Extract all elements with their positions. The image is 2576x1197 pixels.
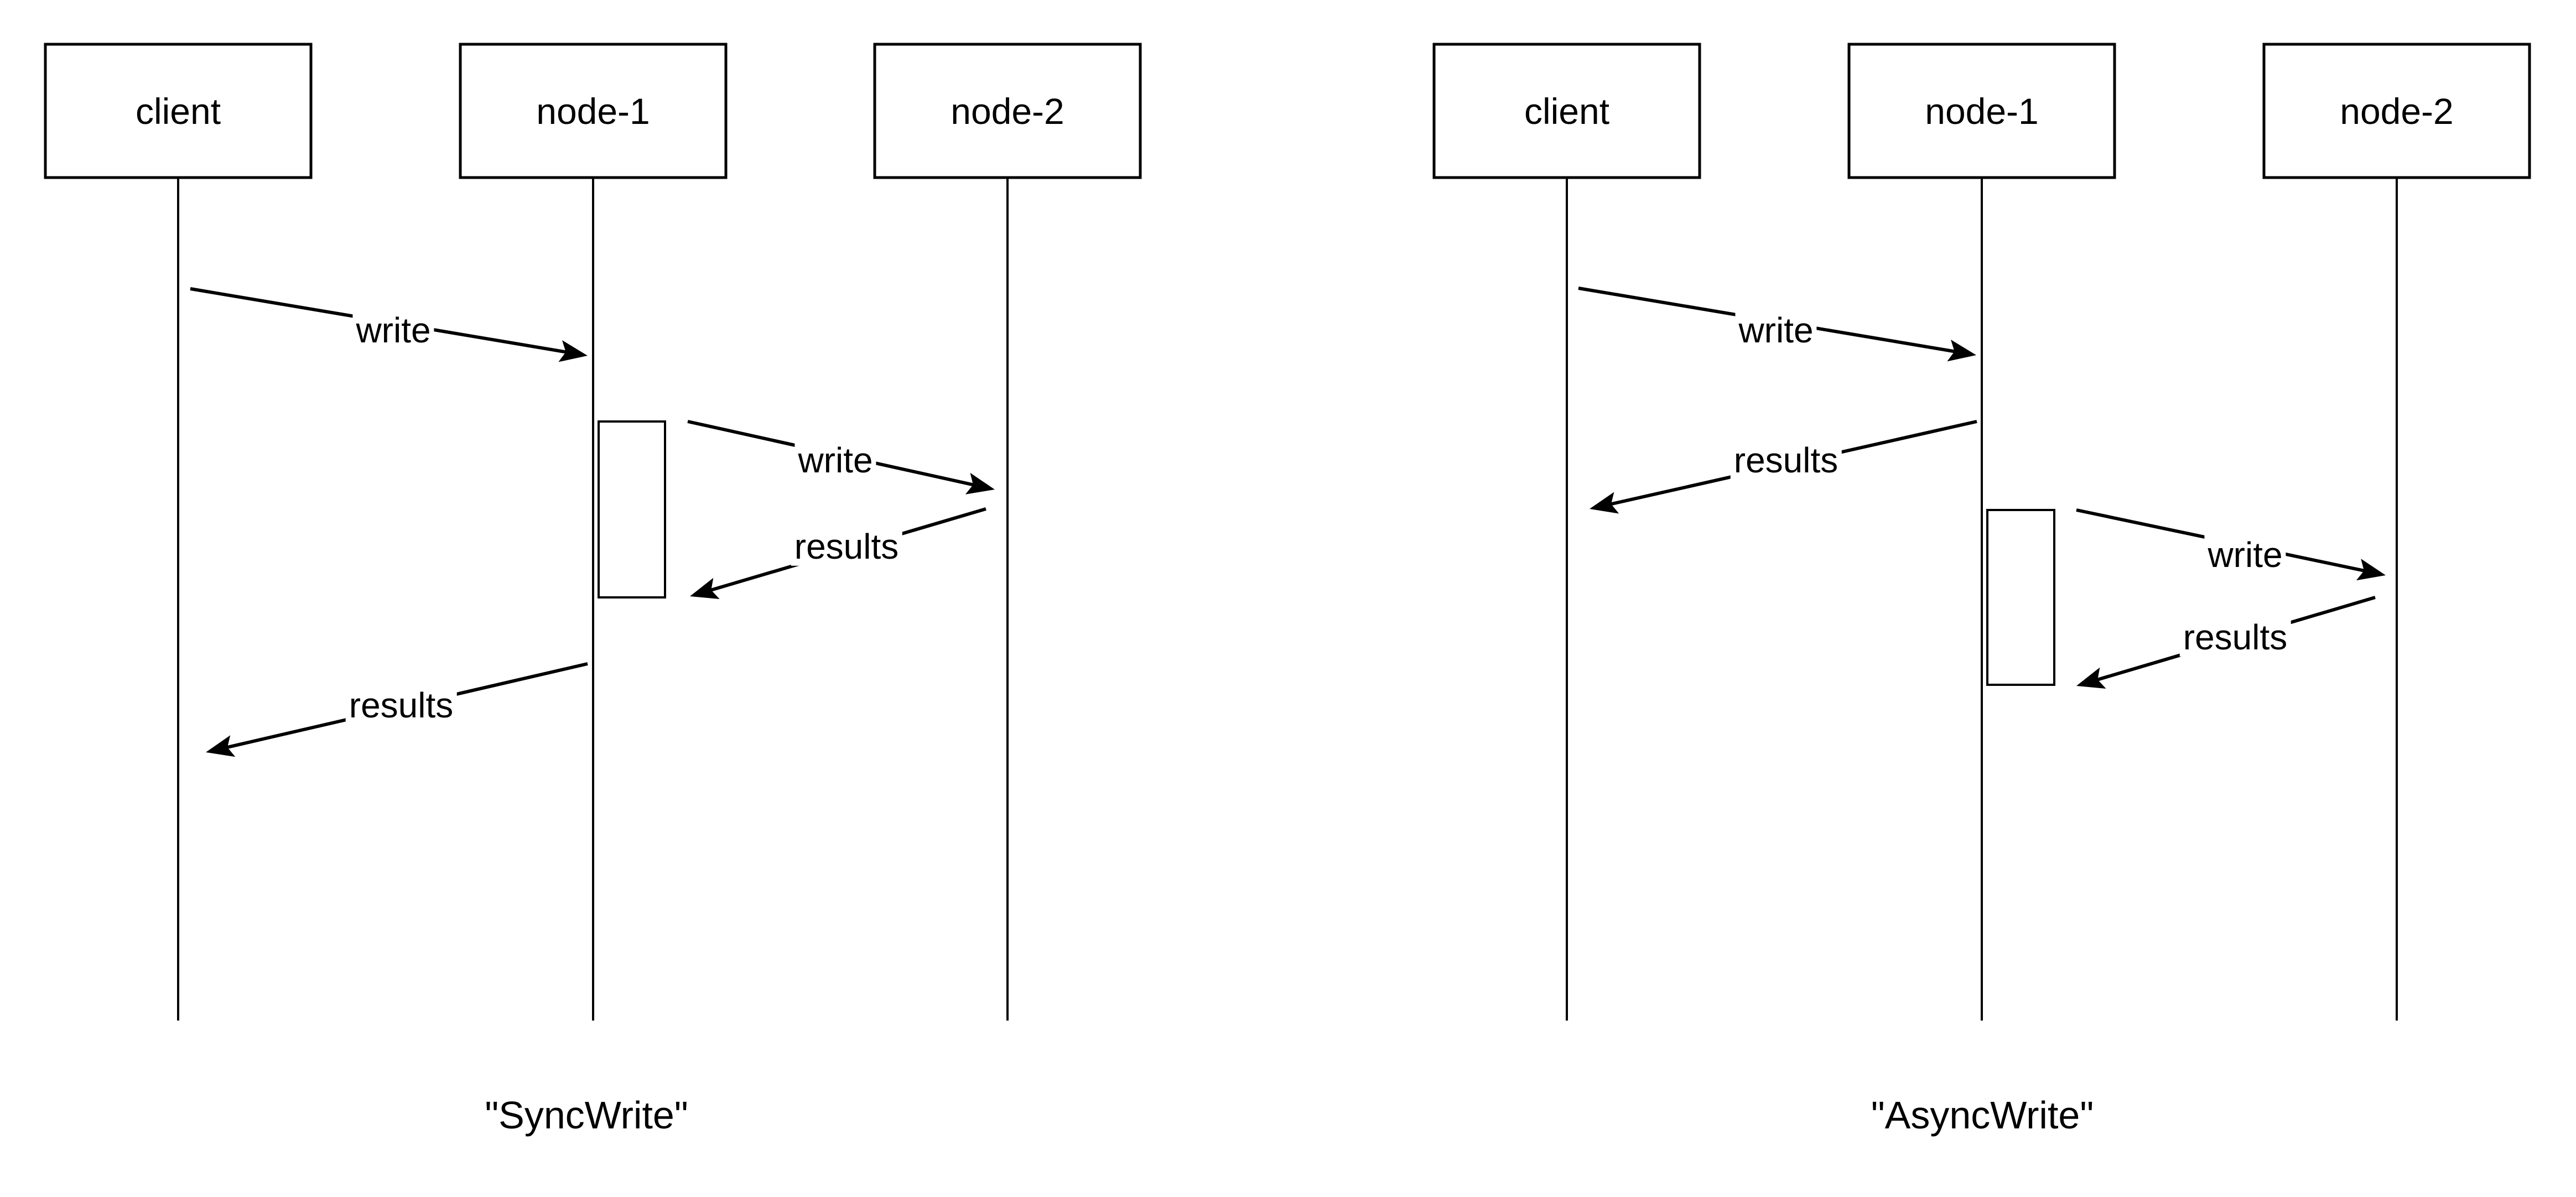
arrowhead-icon xyxy=(1590,492,1619,514)
message-label-results: results xyxy=(2179,617,2291,657)
message-label-write: write xyxy=(352,310,434,350)
actor-label-client: client xyxy=(1524,90,1610,132)
diagram-caption-async-write: "AsyncWrite" xyxy=(1871,1094,2094,1137)
actor-label-node-2: node-2 xyxy=(2340,90,2454,132)
actor-box-node-1 xyxy=(1847,43,2116,179)
arrowhead-icon xyxy=(2356,559,2386,581)
message-label-write: write xyxy=(2204,535,2286,574)
actor-box-node-2 xyxy=(2262,43,2531,179)
diagram-caption-sync-write: "SyncWrite" xyxy=(485,1094,688,1137)
activation-box xyxy=(1986,509,2055,686)
arrowhead-icon xyxy=(690,577,720,599)
message-label-results: results xyxy=(1730,440,1842,480)
actor-box-node-2 xyxy=(873,43,1142,179)
message-label-write: write xyxy=(1735,310,1817,350)
arrowhead-icon xyxy=(558,340,588,362)
message-label-write: write xyxy=(794,440,876,480)
actor-box-client xyxy=(44,43,313,179)
actor-box-node-1 xyxy=(459,43,728,179)
message-label-results: results xyxy=(345,685,457,725)
message-label-results: results xyxy=(791,527,902,566)
actor-label-node-2: node-2 xyxy=(951,90,1064,132)
actor-box-client xyxy=(1432,43,1701,179)
activation-box xyxy=(598,420,666,598)
arrowhead-icon xyxy=(2076,667,2106,689)
arrowhead-icon xyxy=(1947,340,1976,362)
actor-label-node-1: node-1 xyxy=(1925,90,2039,132)
actor-label-node-1: node-1 xyxy=(536,90,650,132)
arrowhead-icon xyxy=(965,472,995,495)
actor-label-client: client xyxy=(135,90,221,132)
arrowhead-icon xyxy=(206,735,236,757)
